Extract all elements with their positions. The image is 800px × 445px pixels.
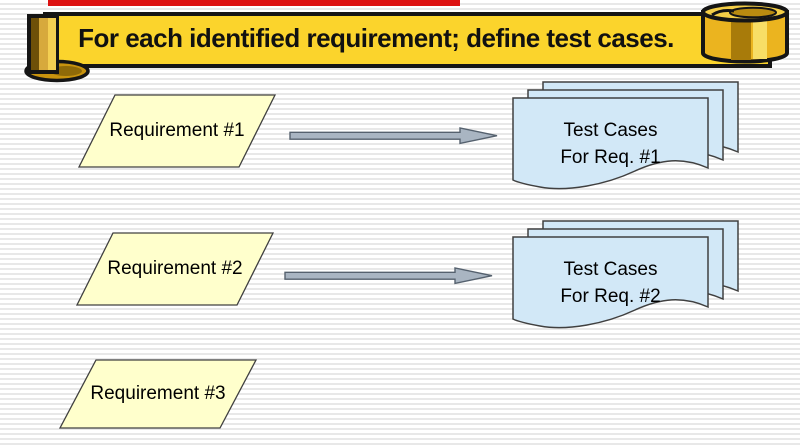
test-cases-stack-1 — [512, 81, 739, 190]
test-cases-1-label: Test Cases For Req. #1 — [518, 117, 703, 171]
arrow-req2-to-tests-icon — [284, 267, 493, 285]
scroll-left-roll-highlight — [48, 18, 56, 70]
scroll-band — [43, 12, 772, 68]
scroll-right-roll-hole — [729, 6, 777, 19]
test-cases-1-line1: Test Cases — [563, 120, 658, 141]
document-front — [512, 97, 709, 190]
requirement-1-label: Requirement #1 — [109, 120, 245, 141]
test-cases-2-line1: Test Cases — [563, 259, 658, 280]
requirement-2-label: Requirement #2 — [107, 258, 243, 279]
scroll-banner-shape — [24, 1, 789, 83]
scroll-paper-curl — [711, 9, 735, 17]
scroll-left-roll-shadow — [31, 18, 39, 70]
scroll-left-roll-mid — [39, 18, 48, 70]
requirement-3-shape — [58, 359, 258, 429]
document-front — [512, 236, 709, 329]
top-red-bar — [48, 0, 460, 6]
requirement-1-shape — [77, 94, 277, 168]
requirement-3-label: Requirement #3 — [90, 383, 226, 404]
test-cases-2-line2: For Req. #2 — [560, 286, 661, 307]
test-cases-stack-2 — [512, 220, 739, 329]
slide-title: For each identified requirement; define … — [78, 22, 674, 53]
test-cases-2-label: Test Cases For Req. #2 — [518, 256, 703, 310]
test-cases-1-line2: For Req. #1 — [560, 147, 661, 168]
requirement-2-shape — [75, 232, 275, 306]
arrow-req1-to-tests-icon — [289, 127, 498, 145]
